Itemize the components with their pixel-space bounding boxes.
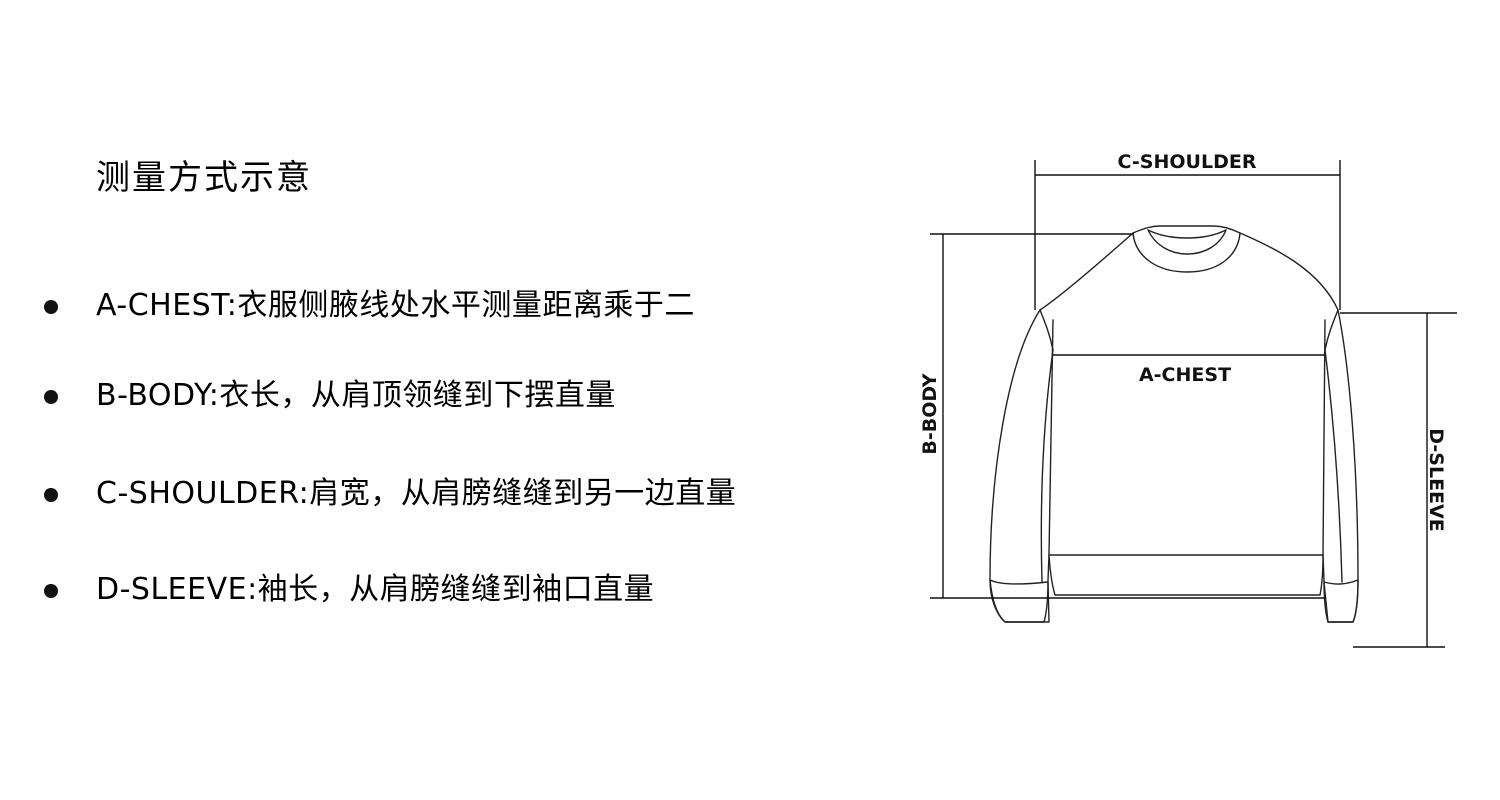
list-item-text: D-SLEEVE:袖长，从肩膀缝缝到袖口直量	[96, 572, 655, 607]
list-item-sleeve: D-SLEEVE:袖长，从肩膀缝缝到袖口直量	[44, 566, 655, 607]
right-armhole-seam	[1324, 309, 1339, 351]
list-item-chest: A-CHEST:衣服侧腋线处水平测量距离乘于二	[44, 282, 695, 323]
sweater-outline	[989, 225, 1359, 623]
page-title: 测量方式示意	[96, 158, 312, 198]
collar-inner	[1147, 229, 1227, 255]
right-sleeve-line	[1324, 349, 1343, 583]
right-cuff	[1323, 579, 1359, 623]
left-armhole-seam	[1039, 309, 1054, 351]
bullet-icon	[44, 488, 58, 502]
collar-neck	[1147, 229, 1227, 239]
list-item-shoulder: C-SHOULDER:肩宽，从肩膀缝缝到另一边直量	[44, 470, 737, 511]
list-item-text: C-SHOULDER:肩宽，从肩膀缝缝到另一边直量	[96, 476, 737, 511]
sweater-diagram-svg: C-SHOULDER A-CHEST B-BODY D-SLEEVE	[919, 151, 1457, 648]
shoulder-label: C-SHOULDER	[1118, 151, 1257, 173]
list-item-text: B-BODY:衣长，从肩顶领缝到下摆直量	[96, 378, 616, 413]
sweater-measurement-diagram: C-SHOULDER A-CHEST B-BODY D-SLEEVE	[880, 130, 1480, 670]
hem-band	[1048, 554, 1324, 596]
sleeve-label: D-SLEEVE	[1425, 428, 1447, 531]
bullet-icon	[44, 390, 58, 404]
list-item-text: A-CHEST:衣服侧腋线处水平测量距离乘于二	[96, 288, 695, 323]
list-item-body: B-BODY:衣长，从肩顶领缝到下摆直量	[44, 372, 616, 413]
body-label: B-BODY	[919, 373, 941, 454]
left-sleeve-line	[1040, 349, 1054, 583]
collar-outer	[1132, 232, 1241, 273]
chest-label: A-CHEST	[1139, 364, 1231, 386]
bullet-icon	[44, 584, 58, 598]
bullet-icon	[44, 300, 58, 314]
right-side-seam	[1322, 319, 1326, 556]
